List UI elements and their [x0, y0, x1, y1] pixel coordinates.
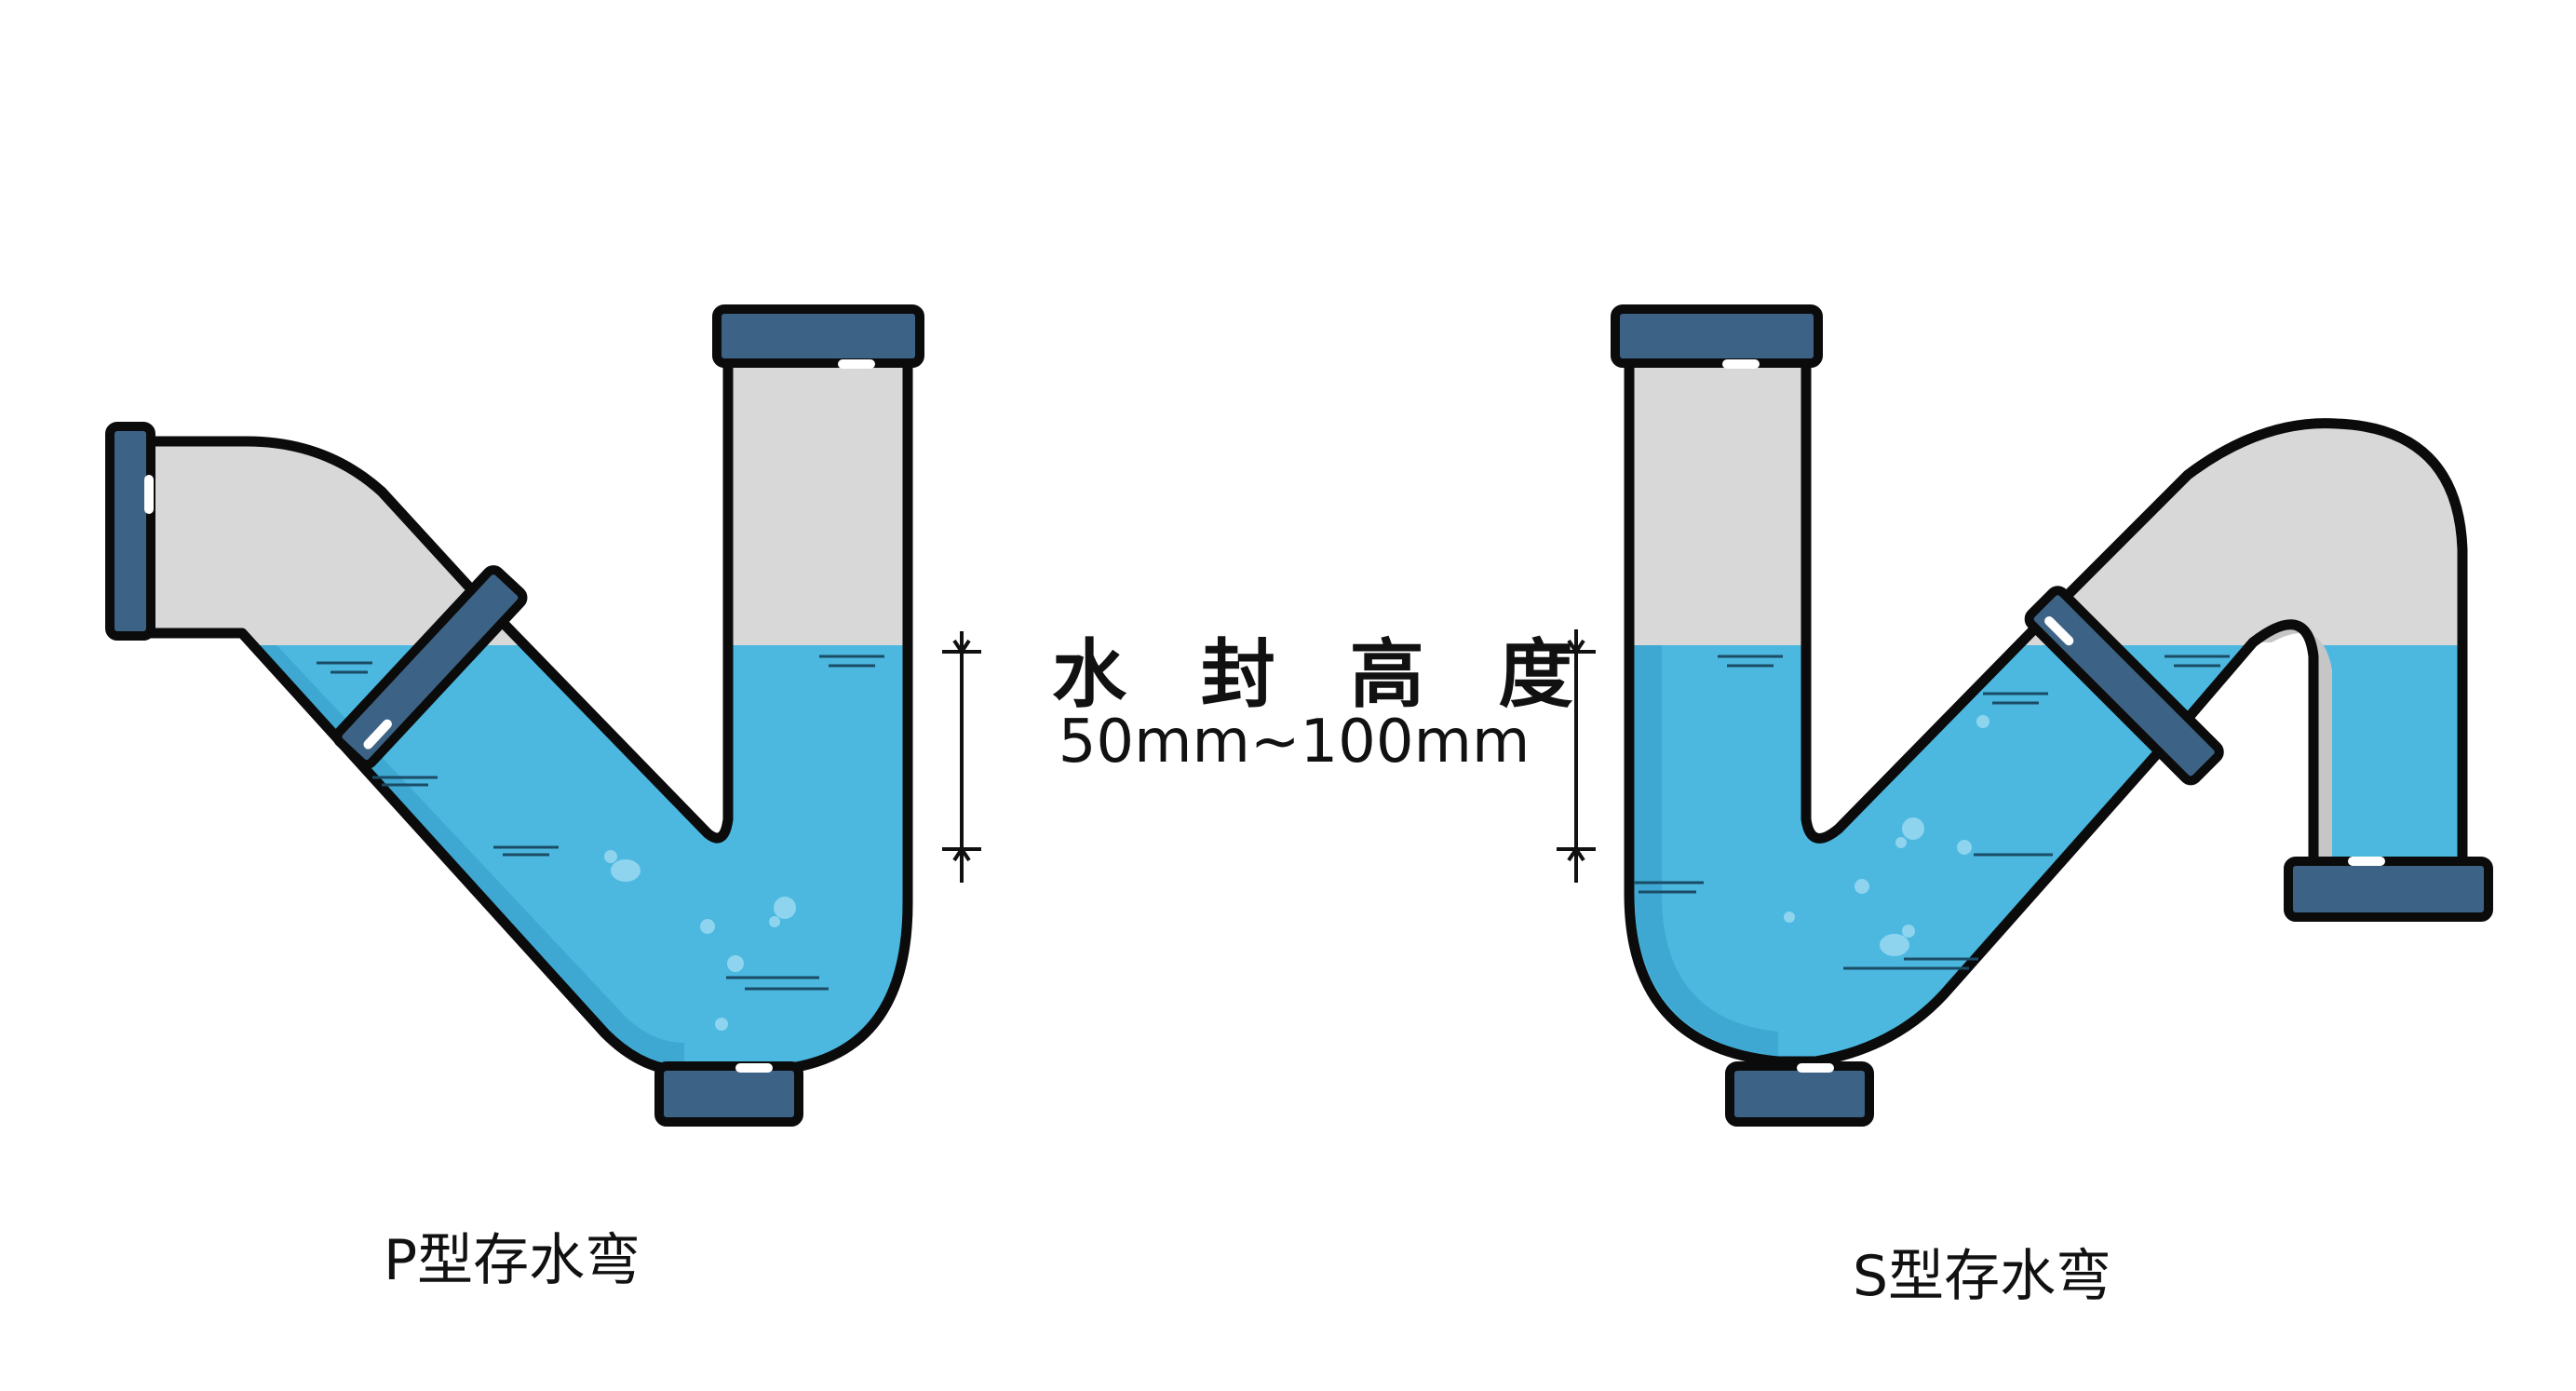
- water-seal-title: 水 封 高 度: [1052, 631, 1598, 718]
- s-trap-outlet-highlight: [2348, 857, 2385, 866]
- p-trap-top-highlight: [838, 359, 875, 369]
- s-trap-coupling: [2024, 586, 2224, 786]
- s-trap-top-highlight: [1722, 359, 1760, 369]
- p-trap-bottom-highlight: [735, 1063, 773, 1073]
- p-trap-inlet-highlight: [144, 475, 154, 514]
- s-trap-outline: [1624, 353, 2468, 1067]
- s-seal-dimension: [1557, 629, 1596, 883]
- s-trap-bottom-highlight: [1797, 1063, 1834, 1073]
- p-trap-top-flange: [712, 304, 924, 368]
- p-seal-dimension: [942, 631, 981, 883]
- p-trap-bubbles: [604, 850, 796, 1031]
- s-trap-top-flange: [1611, 304, 1823, 368]
- s-trap-outlet-flange: [2284, 857, 2493, 922]
- p-trap-inlet-flange: [105, 422, 155, 641]
- s-trap-bubbles: [1784, 715, 1989, 956]
- water-seal-range: 50mm~100mm: [1058, 708, 1531, 777]
- p-trap-pipe-water: [252, 645, 908, 1071]
- s-trap-air-shade: [2253, 624, 2332, 861]
- s-trap-pipe-air: [1629, 358, 2462, 645]
- p-trap-coupling: [332, 565, 528, 770]
- s-trap-shade: [1635, 645, 1778, 1057]
- s-trap-ripples: [1634, 655, 2230, 970]
- s-trap: [1611, 304, 2493, 1127]
- p-trap-pipe-air: [140, 358, 908, 645]
- p-trap: [105, 304, 924, 1127]
- s-trap-label: S型存水弯: [1853, 1244, 2112, 1309]
- p-trap-label: P型存水弯: [384, 1228, 641, 1293]
- s-trap-bottom-flange: [1725, 1061, 1874, 1127]
- p-trap-bottom-flange: [654, 1061, 803, 1127]
- p-trap-ripples: [317, 655, 884, 991]
